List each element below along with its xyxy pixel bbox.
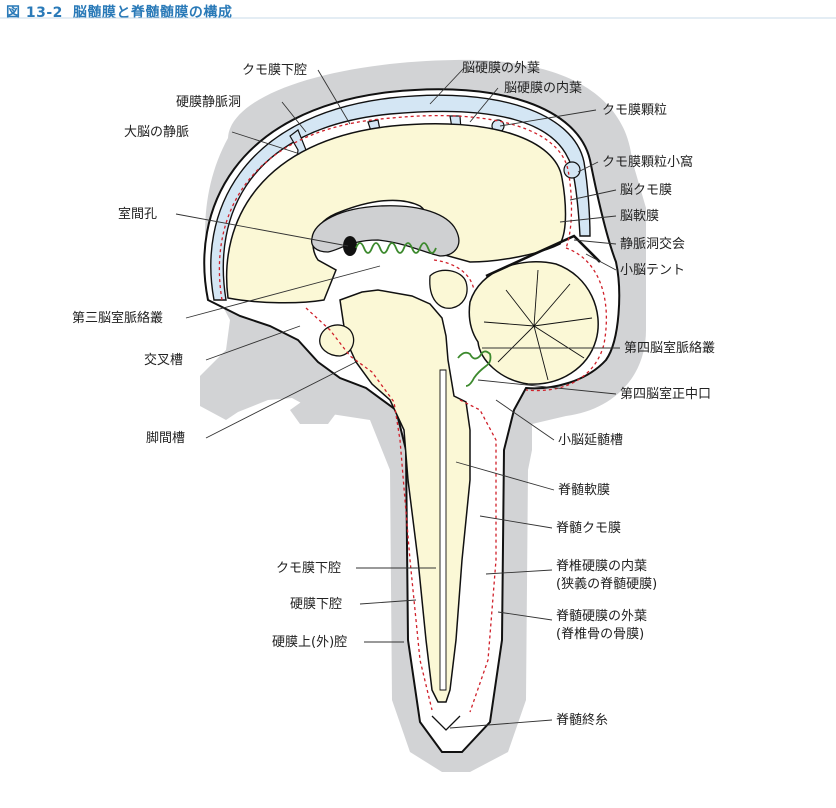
label-arachnoid-granulation: クモ膜顆粒	[602, 103, 667, 118]
filum-terminale	[431, 715, 461, 731]
label-median-aperture: 第四脳室正中口	[620, 386, 711, 402]
pons-region	[429, 269, 468, 309]
cerebellar-folia	[483, 269, 593, 381]
dural-sinus-space	[210, 94, 591, 301]
hypothalamus-lump	[319, 324, 355, 357]
interventricular-foramen	[343, 236, 357, 256]
figure-title-text: 脳髄膜と脊髄髄膜の構成	[72, 5, 233, 21]
label-chiasmatic-cistern: 交叉槽	[144, 352, 183, 368]
label-subarachnoid-space-bottom: クモ膜下腔	[276, 561, 341, 576]
label-third-ventricle-plexus: 第三脳室脈絡叢	[72, 310, 163, 326]
label-subarachnoid-space-top: クモ膜下腔	[242, 63, 307, 78]
pia-mater-lines	[218, 115, 607, 713]
cerebellum	[468, 261, 599, 385]
label-cerebellomedullary-cistern: 小脳延髄槽	[558, 433, 623, 448]
label-granular-foveola: クモ膜顆粒小窩	[602, 154, 693, 170]
label-epidural-space: 硬膜上(外)腔	[272, 635, 347, 650]
label-subdural-space: 硬膜下腔	[290, 597, 342, 612]
label-outer-spinal-dura-2: (脊椎骨の骨膜)	[556, 627, 644, 642]
label-dural-venous-sinus: 硬膜静脈洞	[176, 95, 241, 110]
label-leaders	[175, 67, 620, 729]
cerebellar-tentorium	[485, 234, 601, 278]
brainstem-spinal-cord	[339, 289, 471, 703]
label-inner-dura-cerebral: 脳硬膜の内葉	[504, 80, 582, 96]
label-spinal-pia: 脊髄軟膜	[558, 482, 610, 498]
figure-number: 図 13-2	[6, 5, 63, 21]
central-canal	[439, 369, 447, 691]
label-interpeduncular-cistern: 脚間槽	[146, 430, 185, 446]
choroid-plexus	[355, 242, 492, 387]
label-cerebral-vein: 大脳の静脈	[124, 125, 189, 140]
labels: クモ膜下腔 脳硬膜の外葉 脳硬膜の内葉 硬膜静脈洞 クモ膜顆粒 大脳の静脈 クモ…	[72, 61, 715, 728]
label-outer-dura-cerebral: 脳硬膜の外葉	[462, 61, 540, 76]
label-cerebral-pia: 脳軟膜	[620, 208, 659, 224]
label-filum-terminale: 脊髄終糸	[556, 712, 608, 728]
label-interventricular-foramen: 室間孔	[118, 206, 157, 222]
figure-title: 図 13-2 脳髄膜と脊髄髄膜の構成	[6, 2, 232, 22]
label-spinal-arachnoid: 脊髄クモ膜	[556, 521, 621, 536]
label-inner-vertebral-dura-2: (狭義の脊髄硬膜)	[556, 576, 657, 592]
label-tentorium-cerebelli: 小脳テント	[620, 263, 685, 278]
label-confluence-of-sinuses: 静脈洞交会	[620, 236, 685, 252]
label-outer-spinal-dura-1: 脊髄硬膜の外葉	[556, 609, 647, 624]
label-fourth-ventricle-plexus: 第四脳室脈絡叢	[624, 340, 715, 356]
label-cerebral-arachnoid: 脳クモ膜	[620, 183, 672, 198]
label-inner-vertebral-dura-1: 脊椎硬膜の内葉	[556, 558, 647, 574]
